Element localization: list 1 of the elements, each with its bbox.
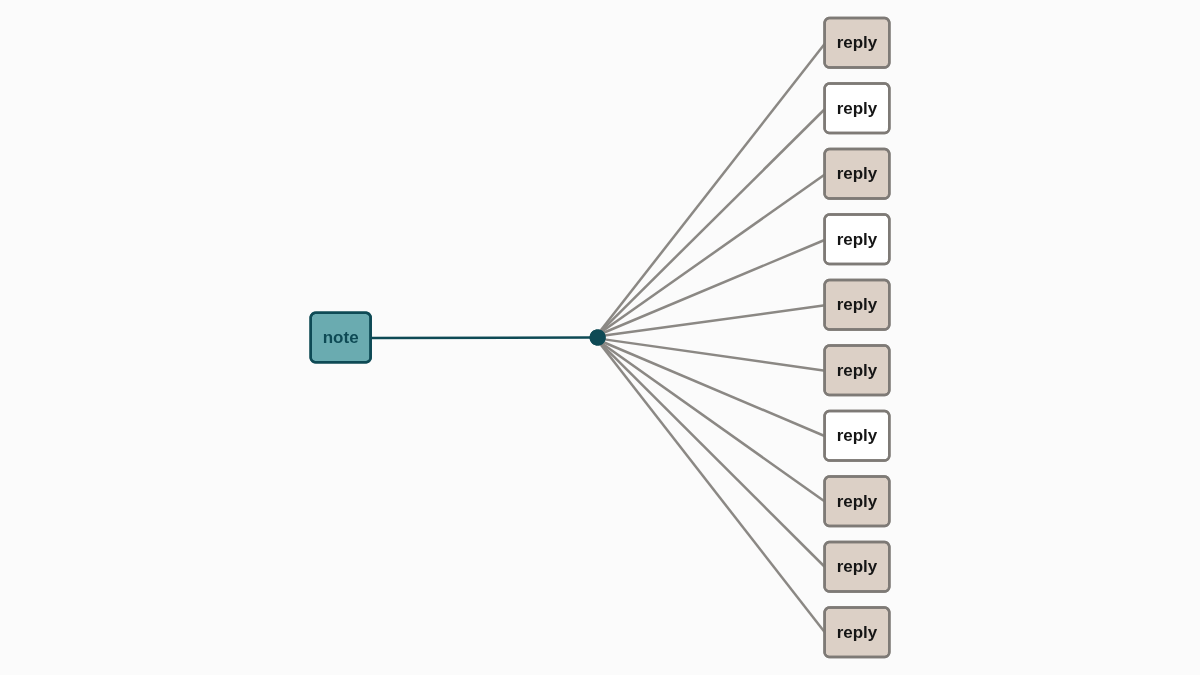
connector	[371, 336, 591, 340]
